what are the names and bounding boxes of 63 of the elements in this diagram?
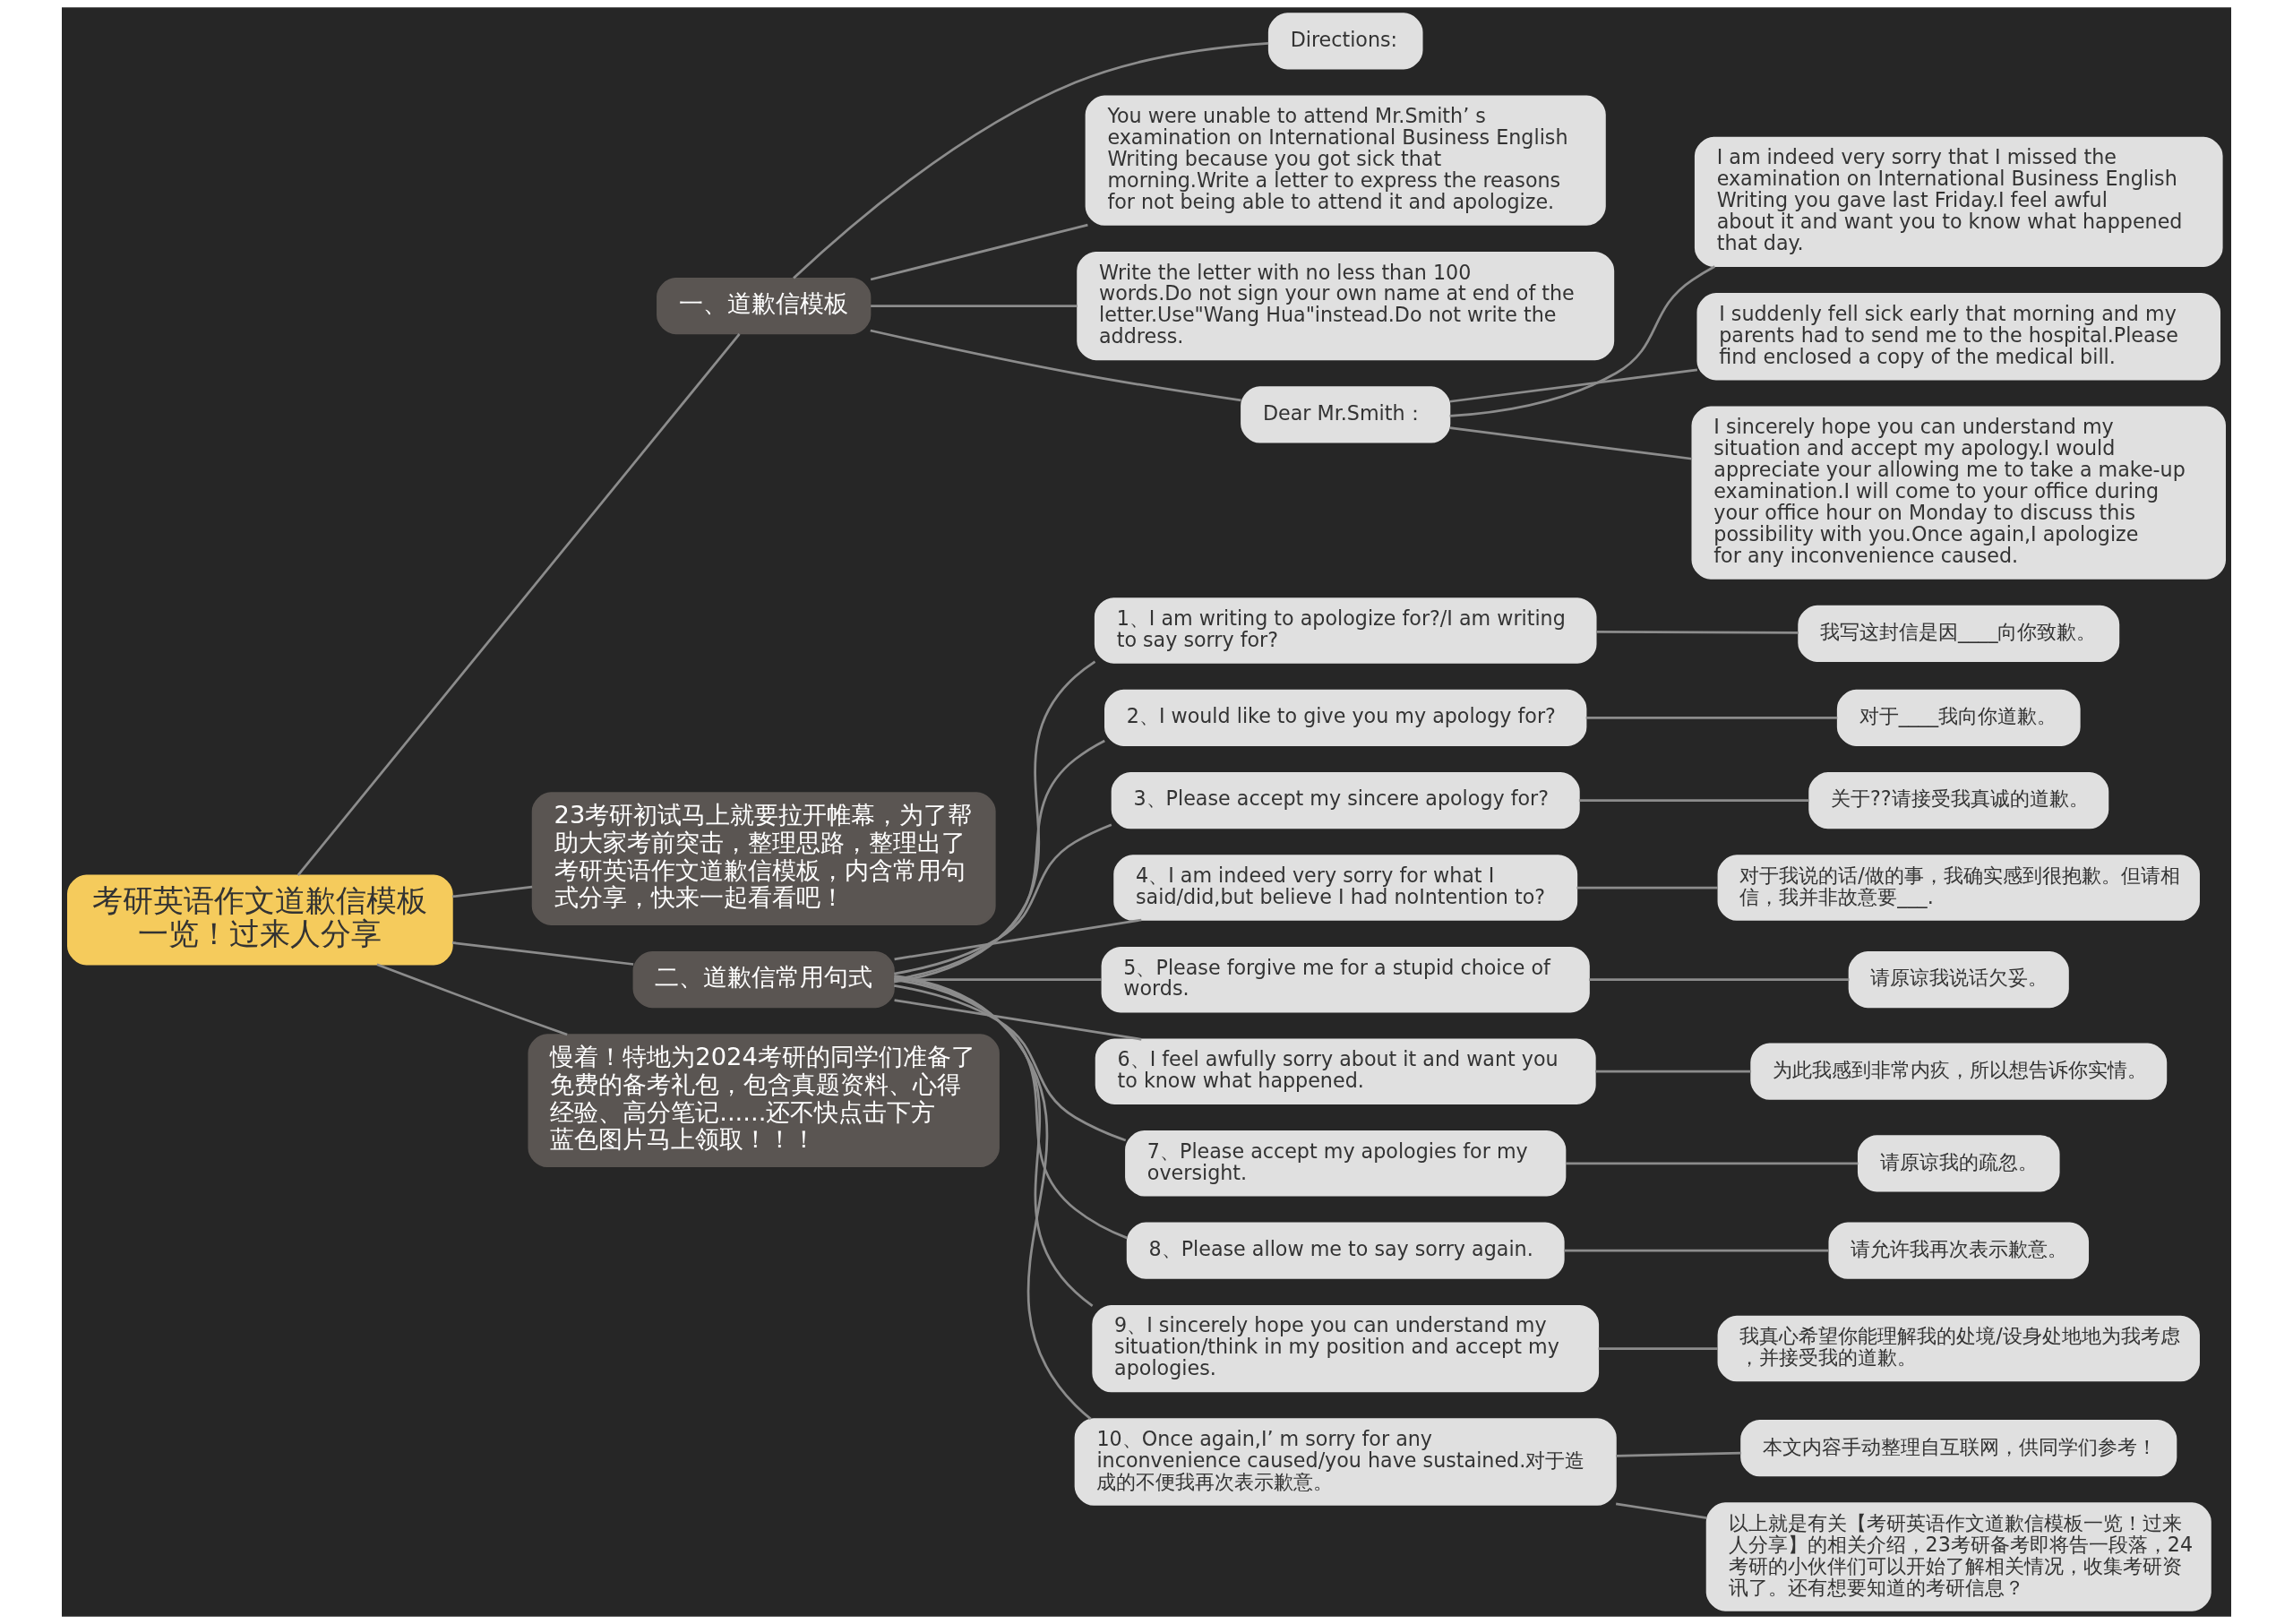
connector bbox=[1576, 886, 1718, 889]
node-box: 二、道歉信常用句式 bbox=[632, 951, 895, 1009]
node-box: I suddenly fell sick early that morning and my parents had to send me to the hospital.Please find enclosed a copy of the medical bill. bbox=[1696, 293, 2221, 381]
node-box: 3、Please accept my sincere apology for? bbox=[1111, 772, 1580, 829]
node-box: I sincerely hope you can understand my situation and accept my apology.I would appreciate your allowing me to take a make-up examination.I will come to your office during your office hour on Monday to discuss this possibility with you.Once again,I apologize for any inconvenience caused. bbox=[1691, 406, 2226, 580]
connector bbox=[1563, 1249, 1829, 1252]
node-box: 慢着！特地为2024考研的同学们准备了免费的备考礼包，包含真题资料、心得经验、高分笔记......还不快点击下方蓝色图片马上领取！！！ bbox=[528, 1034, 1000, 1168]
node-box: 关于??请接受我真诚的道歉。 bbox=[1808, 772, 2109, 829]
connector bbox=[894, 984, 1127, 1142]
node-box: 10、Once again,I’ m sorry for any inconvenience caused/you have sustained.对于造成的不便我再次表示歉意。 bbox=[1074, 1418, 1617, 1506]
node-box: 5、Please forgive me for a stupid choice of words. bbox=[1101, 946, 1590, 1013]
node-box: 以上就是有关【考研英语作文道歉信模板一览！过来人分享】的相关介绍，23考研备考即将告一段落，24考研的小伙伴们可以开始了解相关情况，收集考研资讯了。还有想要知道的考研信息？ bbox=[1705, 1502, 2211, 1611]
connector bbox=[894, 999, 1142, 1041]
connector bbox=[870, 223, 1088, 281]
connector bbox=[451, 885, 533, 898]
connector bbox=[870, 329, 1241, 402]
connector bbox=[1578, 799, 1809, 803]
connector bbox=[1449, 426, 1693, 460]
connector bbox=[1594, 1070, 1752, 1073]
connector bbox=[296, 332, 741, 877]
node-box: 对于我说的话/做的事，我确实感到很抱歉。但请相信，我并非故意要___. bbox=[1717, 855, 2200, 921]
connector bbox=[894, 975, 1092, 1421]
node-box: 对于____我向你道歉。 bbox=[1836, 689, 2081, 746]
node-box: 考研英语作文道歉信模板一览！过来人分享 bbox=[67, 874, 453, 966]
node-box: Dear Mr.Smith： bbox=[1241, 386, 1451, 443]
node-box: 请原谅我说话欠妥。 bbox=[1848, 951, 2069, 1009]
node-box: 我真心希望你能理解我的处境/设身处地地为我考虑，并接受我的道歉。 bbox=[1717, 1315, 2200, 1382]
node-box: You were unable to attend Mr.Smith’ s examination on International Business English Writing because you got sick that morning.Write a letter to express the reasons for not being able to attend it and apologize. bbox=[1085, 95, 1606, 226]
node-box: Directions: bbox=[1267, 13, 1423, 70]
node-box: 6、I feel awfully sorry about it and want you to know what happened. bbox=[1095, 1038, 1596, 1104]
node-box: 8、Please allow me to say sorry again. bbox=[1126, 1222, 1565, 1279]
connector bbox=[1598, 1347, 1719, 1350]
connector bbox=[1616, 1451, 1741, 1457]
connector bbox=[1615, 1502, 1707, 1519]
node-box: 请允许我再次表示歉意。 bbox=[1828, 1222, 2090, 1279]
node-box: 23考研初试马上就要拉开帷幕，为了帮助大家考前突击，整理思路，整理出了考研英语作文道歉信模板，内含常用句式分享，快来一起看看吧！ bbox=[531, 792, 996, 925]
node-box: 一、道歉信模板 bbox=[657, 277, 872, 335]
node-box: 我写这封信是因____向你致歉。 bbox=[1798, 605, 2120, 662]
connector bbox=[894, 823, 1112, 975]
connector bbox=[1585, 717, 1838, 719]
connector bbox=[871, 305, 1078, 307]
node-box: 1、I am writing to apologize for?/I am writing to say sorry for? bbox=[1094, 597, 1597, 664]
connector bbox=[793, 41, 1269, 279]
node-box: Write the letter with no less than 100 words.Do not sign your own name at end of the letter.Use"Wang Hua"instead.Do not write the address. bbox=[1077, 251, 1615, 361]
node-box: I am indeed very sorry that I missed the examination on International Business English Writing you gave last Friday.I feel awful about it and want you to know what happened that day. bbox=[1694, 136, 2223, 267]
connector bbox=[894, 978, 1128, 1240]
connector bbox=[1565, 1162, 1859, 1165]
connector bbox=[1449, 265, 1715, 417]
node-box: 为此我感到非常内疚，所以想告诉你实情。 bbox=[1750, 1043, 2168, 1100]
node-box: 4、I am indeed very sorry for what I said/did,but believe I had noIntention to? bbox=[1113, 855, 1578, 921]
connector bbox=[1595, 631, 1799, 634]
node-box: 请原谅我的疏忽。 bbox=[1857, 1135, 2060, 1192]
connector bbox=[376, 963, 568, 1036]
connector bbox=[894, 918, 1142, 961]
node-box: 2、I would like to give you my apology for? bbox=[1104, 689, 1587, 746]
node-box: 9、I sincerely hope you can understand my situation/think in my position and accept my apologies. bbox=[1092, 1304, 1600, 1393]
connector bbox=[893, 660, 1096, 984]
connector bbox=[451, 941, 634, 966]
connector bbox=[1589, 978, 1850, 982]
node-box: 7、Please accept my apologies for my oversight. bbox=[1125, 1130, 1567, 1197]
connector bbox=[1449, 368, 1698, 403]
node-box: 本文内容手动整理自互联网，供同学们参考！ bbox=[1740, 1420, 2177, 1477]
connector bbox=[894, 975, 1094, 1308]
